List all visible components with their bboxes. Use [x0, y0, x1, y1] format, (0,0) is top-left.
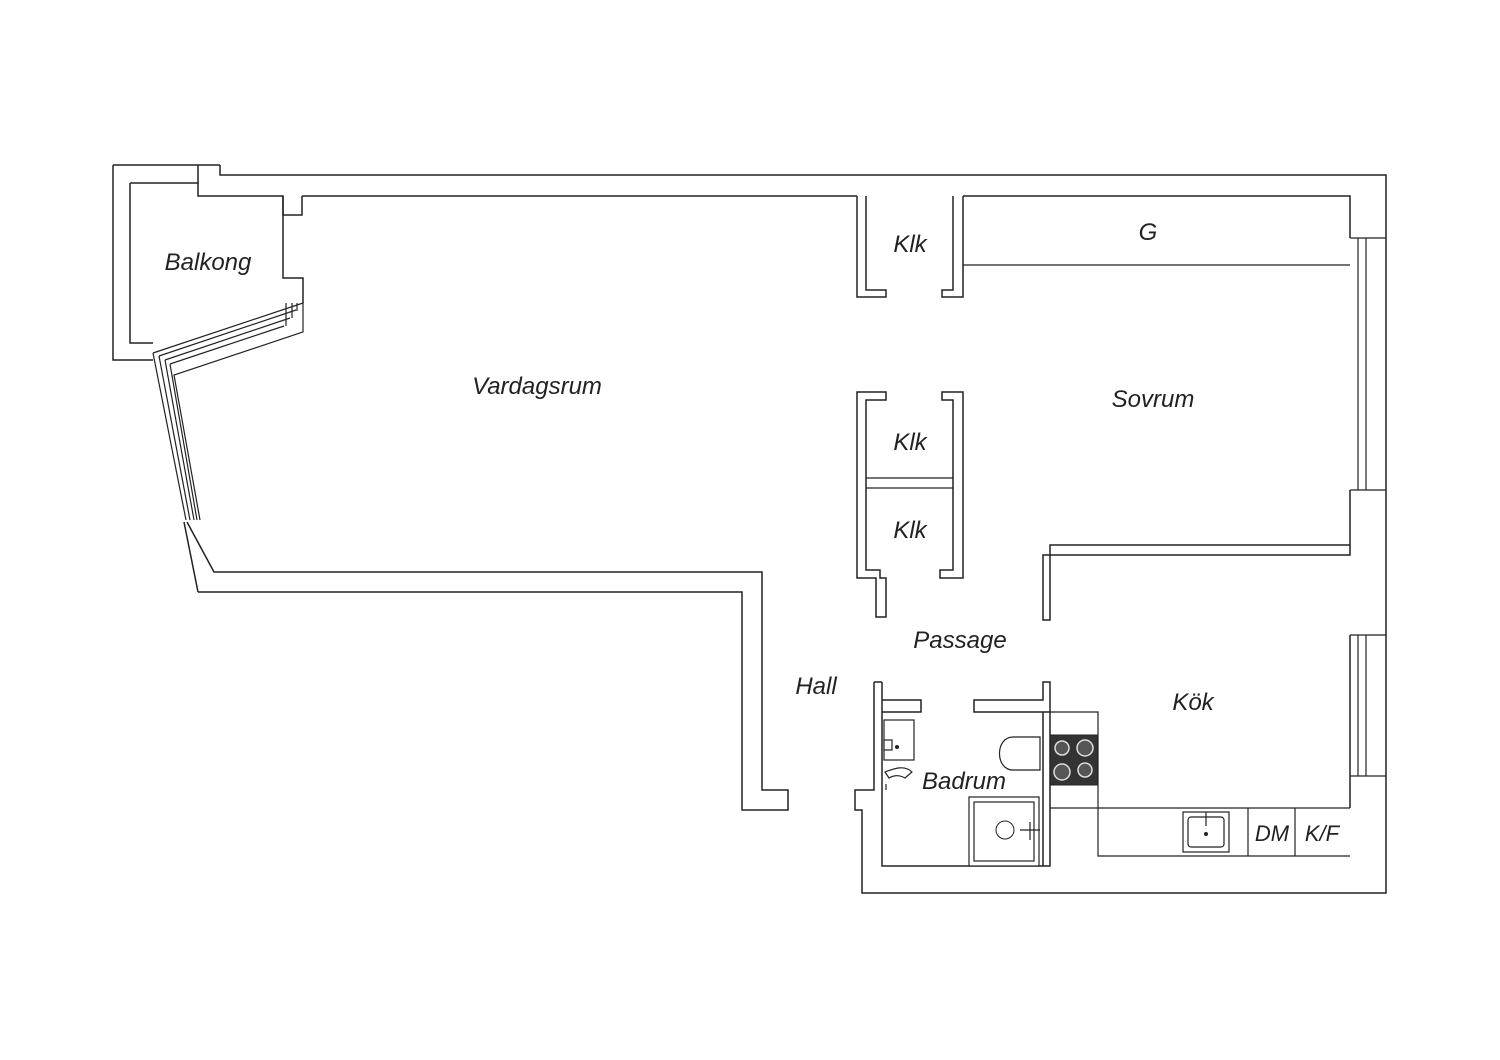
room-label-badrum: Badrum — [922, 768, 1006, 795]
outer-walls — [183, 165, 1387, 894]
washbasin-icon — [883, 719, 915, 761]
appliance-label-kf: K/F — [1305, 821, 1341, 846]
room-label-passage: Passage — [913, 627, 1006, 654]
kitchen-sink-icon — [1182, 811, 1230, 853]
stove-icon — [1049, 734, 1099, 786]
appliance-label-dm: DM — [1255, 821, 1290, 846]
room-label-vardagsrum: Vardagsrum — [472, 373, 602, 400]
room-label-balkong: Balkong — [165, 249, 252, 276]
room-label-klk-mid1: Klk — [893, 429, 928, 456]
closet-middle — [856, 391, 964, 618]
room-label-hall: Hall — [795, 673, 837, 700]
window-right-upper — [1350, 237, 1386, 491]
bathroom-walls — [862, 681, 1051, 867]
room-label-klk-mid2: Klk — [893, 517, 928, 544]
bath-faucet-icon — [884, 767, 913, 790]
room-label-kok: Kök — [1172, 689, 1215, 716]
room-label-sovrum: Sovrum — [1112, 386, 1195, 413]
room-label-g: G — [1139, 219, 1158, 246]
room-label-klk-top: Klk — [893, 231, 928, 258]
window-right-lower — [1350, 634, 1386, 777]
shower-icon — [968, 796, 1040, 867]
toilet-icon — [999, 736, 1041, 771]
closet-top — [856, 196, 964, 298]
balcony — [112, 164, 304, 521]
